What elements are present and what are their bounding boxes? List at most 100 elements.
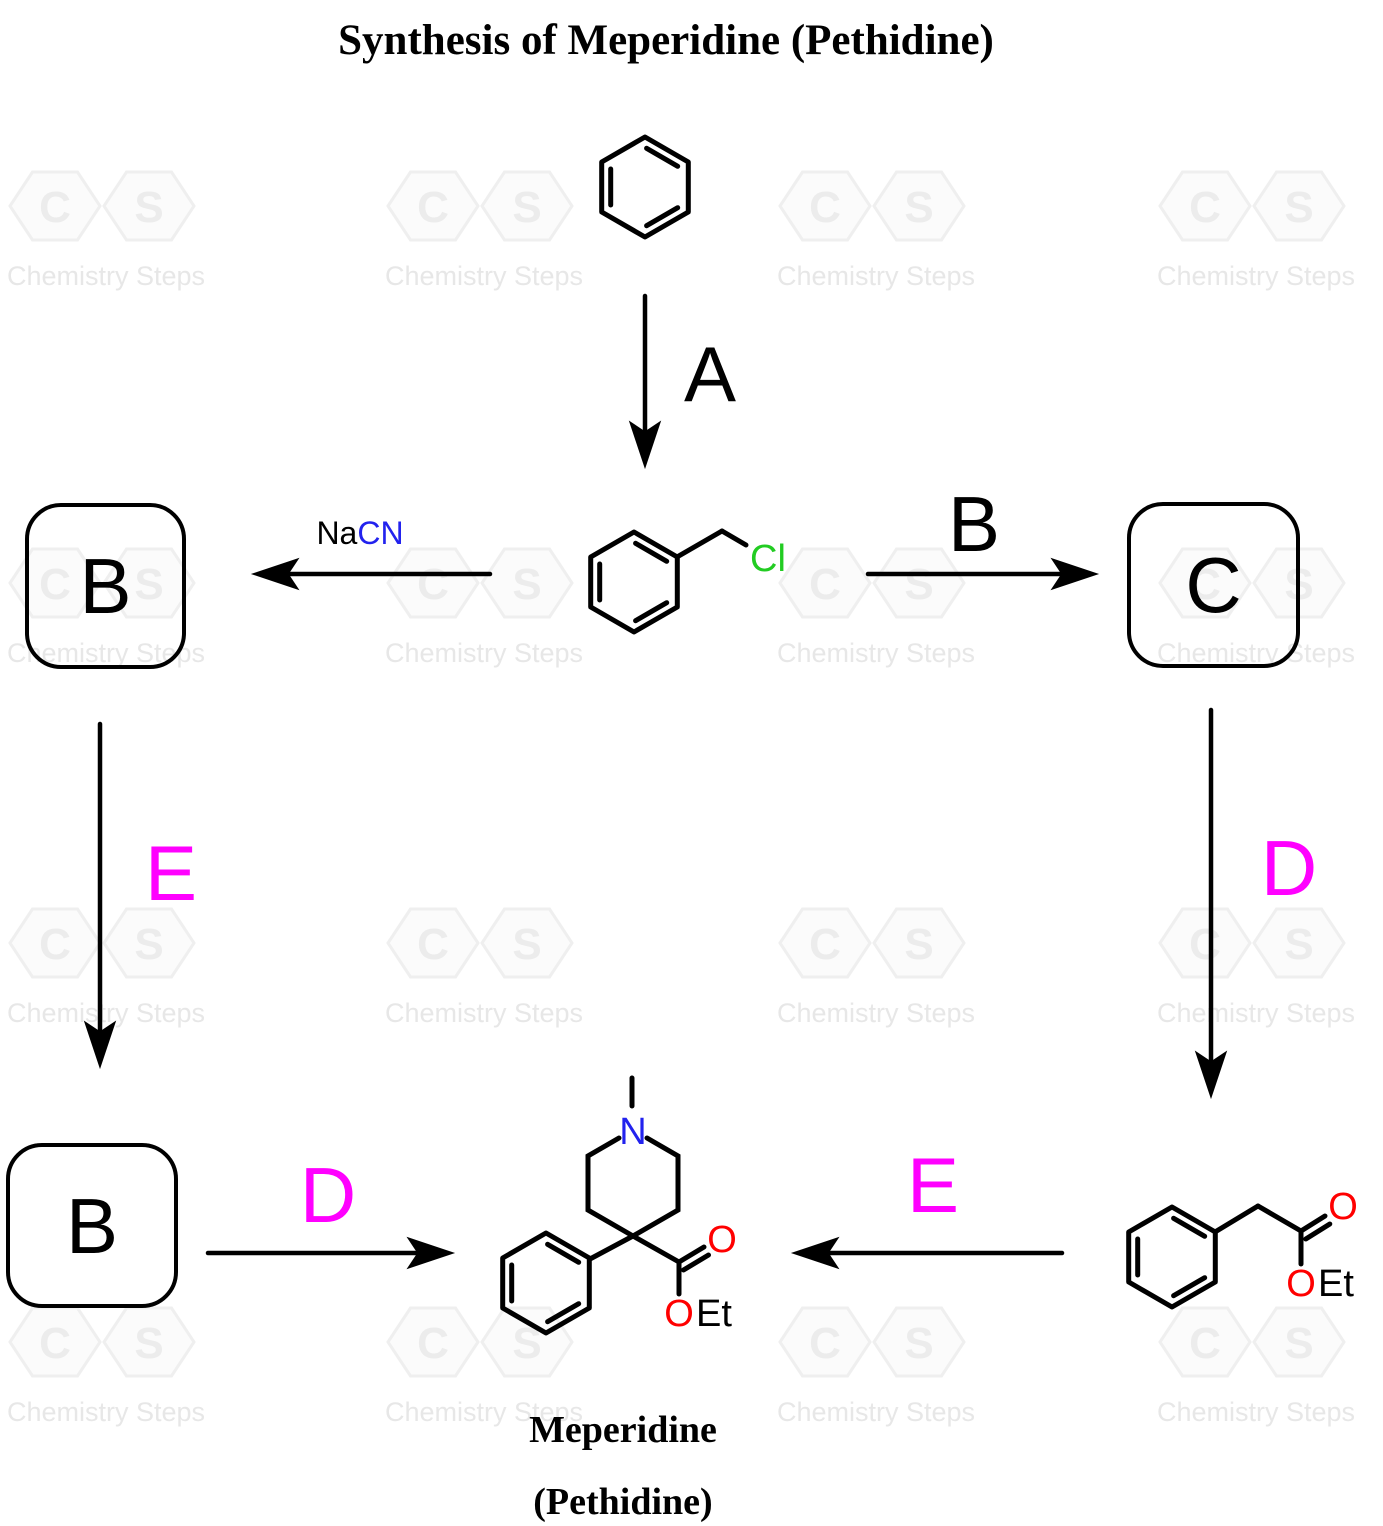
arrow-nacn-left [250,557,493,591]
watermark-letter-c: C [1189,1319,1221,1368]
intermediate-b-label: B [79,542,132,630]
arrow-e-left-down [83,721,117,1070]
watermark-letter-s: S [1284,1319,1313,1368]
step-e-bottom-label: E [906,1141,960,1229]
product-alt-name: (Pethidine) [533,1481,713,1523]
watermark-letter-s: S [1284,183,1313,232]
watermark-brand: Chemistry Steps [1157,261,1356,291]
watermark-brand: Chemistry Steps [7,261,206,291]
watermark-brand: Chemistry Steps [385,638,584,668]
reagent-nacn-label: NaCN [316,517,403,549]
page-title: Synthesis of Meperidine (Pethidine) [338,17,994,64]
watermark: C S Chemistry Steps [777,1302,976,1427]
watermark-letter-c: C [39,560,71,609]
watermark-letter-s: S [904,560,933,609]
watermark-brand: Chemistry Steps [7,1397,206,1427]
reagent-na: Na [316,515,358,551]
nitrogen-atom-label: N [619,1111,646,1153]
arrow-e-bottom-left [790,1236,1065,1270]
ester-oxygen-label: O [664,1293,694,1335]
arrow-d-right-down [1194,707,1228,1100]
reagent-cn: CN [357,515,404,551]
watermark-letter-s: S [134,920,163,969]
reaction-arrows [83,293,1228,1270]
step-d-bottom-label: D [299,1151,357,1239]
watermark-letter-c: C [417,560,449,609]
watermark-brand: Chemistry Steps [1157,998,1356,1028]
intermediate-box-c: C [1127,502,1300,668]
watermark-letter-c: C [1189,920,1221,969]
arrow-a-down [628,293,662,470]
watermark-brand: Chemistry Steps [777,1397,976,1427]
watermark-letter-c: C [39,1319,71,1368]
ethyl-group-label: Et [1318,1263,1354,1305]
watermark-letter-s: S [134,560,163,609]
intermediate-box-b-bottom: B [6,1143,178,1308]
ethyl-phenylacetate-structure: O O Et [1129,1186,1358,1307]
intermediate-c-label: C [1185,541,1242,629]
benzyl-chloride-structure: Cl [591,528,786,632]
benzene-ring [1129,1207,1216,1307]
step-b-label: B [947,480,1001,568]
meperidine-structure: N O O Et [503,1075,737,1335]
watermark-brand: Chemistry Steps [1157,1397,1356,1427]
benzene-ring [602,137,689,237]
benzene-ring [591,532,678,632]
carbonyl-oxygen-label: O [1328,1186,1358,1228]
watermark-letter-c: C [417,920,449,969]
step-a-label: A [683,330,737,418]
watermark-letter-c: C [809,1319,841,1368]
watermark-brand: Chemistry Steps [385,261,584,291]
watermark-letter-c: C [417,1319,449,1368]
watermark-letter-c: C [39,920,71,969]
watermark-letter-s: S [512,183,541,232]
step-e-left-label: E [144,829,198,917]
benzene-structure [602,137,689,237]
watermark-letter-s: S [904,1319,933,1368]
ester-oxygen-label: O [1286,1263,1316,1305]
watermark-letter-c: C [809,920,841,969]
watermark-letter-s: S [904,920,933,969]
watermark-brand: Chemistry Steps [777,638,976,668]
step-d-right-label: D [1260,824,1318,912]
ethyl-group-label: Et [696,1293,732,1335]
watermark-letter-c: C [809,560,841,609]
watermark-letter-c: C [809,183,841,232]
intermediate-box-b: B [25,503,186,669]
watermark-brand: Chemistry Steps [385,998,584,1028]
carbonyl-oxygen-label: O [707,1219,737,1261]
chlorine-atom-label: Cl [750,538,786,580]
watermark-brand: Chemistry Steps [1157,638,1356,668]
watermark-letter-s: S [134,1319,163,1368]
watermark-letter-s: S [512,920,541,969]
